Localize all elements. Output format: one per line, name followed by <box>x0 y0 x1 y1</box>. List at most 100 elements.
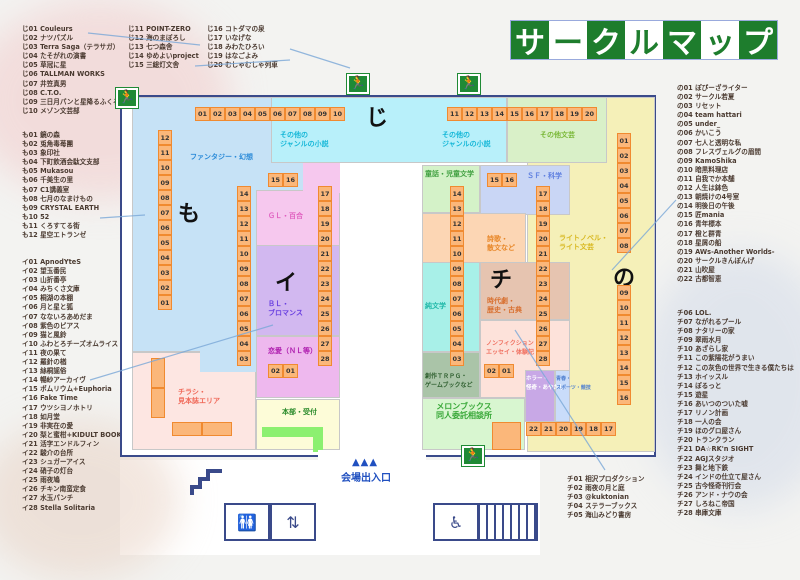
booth-no-a[interactable]: 01 <box>617 133 631 148</box>
booth-ji-r[interactable]: 19 <box>567 107 582 121</box>
booth-ji-l[interactable]: 06 <box>270 107 285 121</box>
booth-chi-r[interactable]: 19 <box>536 216 550 231</box>
booth-no-a[interactable]: 07 <box>617 223 631 238</box>
booth-chi-l[interactable]: 11 <box>450 231 464 246</box>
booth-chi-l[interactable]: 08 <box>450 276 464 291</box>
booth-i-r[interactable]: 19 <box>318 216 332 231</box>
booth-i-r[interactable]: 21 <box>318 246 332 261</box>
booth-no-a[interactable]: 08 <box>617 238 631 253</box>
booth-chi-h[interactable]: 22 <box>526 422 541 436</box>
booth-mo[interactable]: 03 <box>158 265 172 280</box>
booth-chi-bot[interactable]: 02 <box>484 364 499 378</box>
booth-mo[interactable]: 04 <box>158 250 172 265</box>
booth-ji-r[interactable]: 17 <box>537 107 552 121</box>
booth-mo[interactable]: 06 <box>158 220 172 235</box>
booth-i-r[interactable]: 18 <box>318 201 332 216</box>
booth-i-bot[interactable]: 01 <box>283 364 298 378</box>
booth-chi-l[interactable]: 14 <box>450 186 464 201</box>
booth-chi-h[interactable]: 17 <box>601 422 616 436</box>
booth-no-a[interactable]: 05 <box>617 193 631 208</box>
booth-chi-l[interactable]: 03 <box>450 351 464 366</box>
booth-chi-r[interactable]: 27 <box>536 336 550 351</box>
booth-i-l[interactable]: 13 <box>237 201 251 216</box>
booth-ji-l[interactable]: 04 <box>240 107 255 121</box>
booth-no-b[interactable]: 11 <box>617 315 631 330</box>
booth-i-l[interactable]: 05 <box>237 321 251 336</box>
booth-no-b[interactable]: 12 <box>617 330 631 345</box>
booth-mo[interactable]: 09 <box>158 175 172 190</box>
booth-ji-l[interactable]: 01 <box>195 107 210 121</box>
booth-mo[interactable]: 05 <box>158 235 172 250</box>
booth-i-r[interactable]: 22 <box>318 261 332 276</box>
booth-chi-r[interactable]: 25 <box>536 306 550 321</box>
booth-ji-l[interactable]: 09 <box>315 107 330 121</box>
booth-i-l[interactable]: 14 <box>237 186 251 201</box>
booth-mo[interactable]: 12 <box>158 130 172 145</box>
booth-ji-l[interactable]: 07 <box>285 107 300 121</box>
booth-chi-l[interactable]: 13 <box>450 201 464 216</box>
booth-i-l[interactable]: 08 <box>237 276 251 291</box>
booth-mo[interactable]: 02 <box>158 280 172 295</box>
booth-no-b[interactable]: 09 <box>617 285 631 300</box>
booth-no-a[interactable]: 02 <box>617 148 631 163</box>
booth-i-l[interactable]: 03 <box>237 351 251 366</box>
booth-ji-l[interactable]: 05 <box>255 107 270 121</box>
booth-i-l[interactable]: 07 <box>237 291 251 306</box>
booth-no-b[interactable]: 14 <box>617 360 631 375</box>
booth-chi-l[interactable]: 12 <box>450 216 464 231</box>
booth-ji-r[interactable]: 11 <box>447 107 462 121</box>
booth-ji-l[interactable]: 03 <box>225 107 240 121</box>
booth-mo[interactable]: 10 <box>158 160 172 175</box>
booth-mo[interactable]: 08 <box>158 190 172 205</box>
booth-chi-r[interactable]: 22 <box>536 261 550 276</box>
booth-chi-l[interactable]: 05 <box>450 321 464 336</box>
booth-no-b[interactable]: 13 <box>617 345 631 360</box>
booth-mo[interactable]: 01 <box>158 295 172 310</box>
booth-chi-top[interactable]: 16 <box>502 173 517 187</box>
booth-i-r[interactable]: 26 <box>318 321 332 336</box>
booth-no-a[interactable]: 04 <box>617 178 631 193</box>
booth-i-r[interactable]: 28 <box>318 351 332 366</box>
booth-ji-r[interactable]: 13 <box>477 107 492 121</box>
booth-i-l[interactable]: 11 <box>237 231 251 246</box>
booth-chi-r[interactable]: 21 <box>536 246 550 261</box>
booth-i-l[interactable]: 04 <box>237 336 251 351</box>
booth-chi-h[interactable]: 19 <box>571 422 586 436</box>
booth-i-bot[interactable]: 02 <box>268 364 283 378</box>
booth-chi-l[interactable]: 04 <box>450 336 464 351</box>
booth-chi-top[interactable]: 15 <box>487 173 502 187</box>
booth-chi-r[interactable]: 23 <box>536 276 550 291</box>
booth-chi-h[interactable]: 18 <box>586 422 601 436</box>
booth-chi-l[interactable]: 10 <box>450 246 464 261</box>
booth-no-b[interactable]: 15 <box>617 375 631 390</box>
booth-chi-r[interactable]: 20 <box>536 231 550 246</box>
booth-i-r[interactable]: 25 <box>318 306 332 321</box>
booth-i-r[interactable]: 23 <box>318 276 332 291</box>
booth-chi-r[interactable]: 17 <box>536 186 550 201</box>
booth-mo[interactable]: 07 <box>158 205 172 220</box>
booth-i-l[interactable]: 10 <box>237 246 251 261</box>
booth-ji-r[interactable]: 14 <box>492 107 507 121</box>
booth-ji-l[interactable]: 10 <box>330 107 345 121</box>
booth-chi-r[interactable]: 24 <box>536 291 550 306</box>
booth-no-a[interactable]: 03 <box>617 163 631 178</box>
booth-ji-r[interactable]: 12 <box>462 107 477 121</box>
booth-ji-l[interactable]: 08 <box>300 107 315 121</box>
booth-i-top[interactable]: 16 <box>283 173 298 187</box>
booth-ji-l[interactable]: 02 <box>210 107 225 121</box>
booth-chi-bot[interactable]: 01 <box>499 364 514 378</box>
booth-chi-h[interactable]: 20 <box>556 422 571 436</box>
booth-chi-r[interactable]: 28 <box>536 351 550 366</box>
booth-ji-r[interactable]: 16 <box>522 107 537 121</box>
booth-no-a[interactable]: 06 <box>617 208 631 223</box>
booth-chi-l[interactable]: 06 <box>450 306 464 321</box>
booth-i-r[interactable]: 17 <box>318 186 332 201</box>
booth-ji-r[interactable]: 20 <box>582 107 597 121</box>
booth-i-top[interactable]: 15 <box>268 173 283 187</box>
booth-i-r[interactable]: 20 <box>318 231 332 246</box>
booth-no-b[interactable]: 10 <box>617 300 631 315</box>
booth-chi-l[interactable]: 09 <box>450 261 464 276</box>
booth-chi-h[interactable]: 21 <box>541 422 556 436</box>
booth-chi-l[interactable]: 07 <box>450 291 464 306</box>
booth-chi-r[interactable]: 26 <box>536 321 550 336</box>
